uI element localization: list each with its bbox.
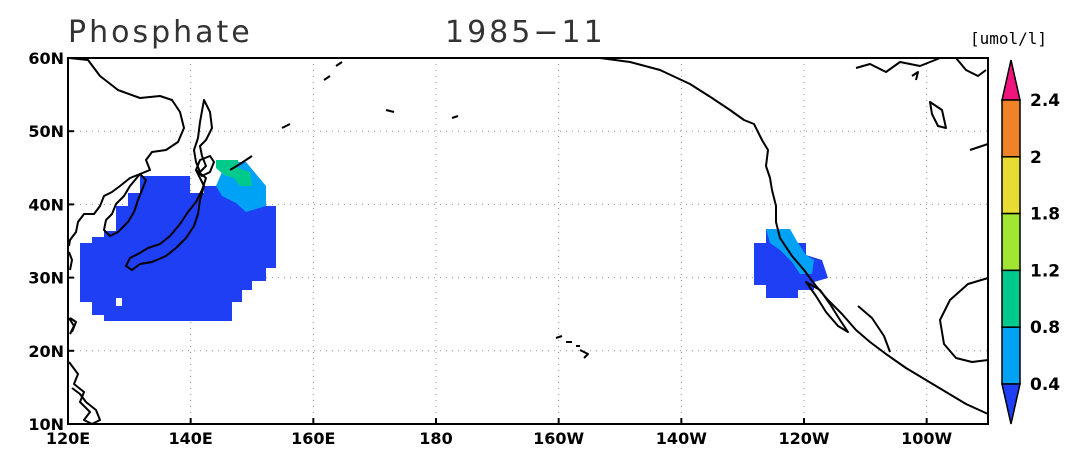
coastlines bbox=[68, 57, 989, 425]
gulf-coastline bbox=[857, 305, 891, 353]
y-tick-label: 40N bbox=[28, 195, 64, 214]
colorbar-label: 2 bbox=[1030, 148, 1042, 168]
x-tick-label: 140W bbox=[656, 429, 707, 448]
map-frame bbox=[67, 57, 989, 425]
colorbar-segment bbox=[1001, 156, 1021, 215]
colorbar-segment bbox=[1001, 99, 1021, 158]
latitude-axis: 60N 50N 40N 30N 20N 10N bbox=[28, 49, 74, 434]
map-panel: 120E 140E 160E 180 160W 140W 120W 100W 60N 50N 40… bbox=[28, 49, 989, 448]
kuril-islands bbox=[229, 155, 253, 171]
colorbar-segment bbox=[1001, 269, 1021, 328]
x-tick-label: 180 bbox=[419, 429, 452, 448]
phosphate-field-west bbox=[80, 160, 276, 321]
hudson-coastline bbox=[855, 57, 989, 151]
philippines-coastline bbox=[71, 387, 101, 425]
gulf-of-mexico-coastline bbox=[939, 277, 989, 363]
date-title: 1985−11 bbox=[445, 15, 606, 50]
colorbar-segment bbox=[1001, 212, 1021, 272]
x-tick-label: 120E bbox=[46, 429, 90, 448]
x-tick-label: 140E bbox=[169, 429, 213, 448]
asia-coastline bbox=[68, 57, 185, 425]
units-label: [umol/l] bbox=[970, 29, 1047, 48]
colorbar: 0.4 0.8 1.2 1.8 2 2.4 bbox=[1001, 59, 1060, 425]
taiwan-coastline bbox=[69, 317, 77, 333]
longitude-axis: 120E 140E 160E 180 160W 140W 120W 100W bbox=[46, 418, 953, 448]
y-tick-label: 50N bbox=[28, 122, 64, 141]
y-tick-label: 60N bbox=[28, 49, 64, 68]
x-tick-label: 160E bbox=[291, 429, 335, 448]
baja-coastline bbox=[805, 281, 849, 333]
japan-coastline bbox=[125, 169, 207, 271]
colorbar-label: 1.2 bbox=[1030, 261, 1060, 281]
colorbar-label: 1.8 bbox=[1030, 205, 1060, 225]
north-america-coastline bbox=[599, 57, 989, 415]
hawaii-islands bbox=[555, 335, 589, 359]
colorbar-label: 2.4 bbox=[1030, 91, 1060, 111]
colorbar-top-triangle bbox=[1001, 59, 1021, 101]
colorbar-label: 0.8 bbox=[1030, 318, 1060, 338]
sakhalin-coastline bbox=[193, 99, 213, 173]
y-tick-label: 10N bbox=[28, 415, 64, 434]
variable-title: Phosphate bbox=[68, 15, 253, 50]
korea-coastline bbox=[103, 173, 147, 237]
x-tick-label: 160W bbox=[533, 429, 584, 448]
x-tick-label: 100W bbox=[901, 429, 952, 448]
colorbar-bottom-triangle bbox=[1001, 383, 1021, 425]
map-grid bbox=[68, 58, 988, 424]
x-tick-label: 120W bbox=[778, 429, 829, 448]
aleutian-islands bbox=[281, 61, 459, 129]
y-tick-label: 20N bbox=[28, 342, 64, 361]
y-tick-label: 30N bbox=[28, 269, 64, 288]
hokkaido-coastline bbox=[195, 155, 215, 177]
colorbar-segment bbox=[1001, 326, 1021, 385]
colorbar-label: 0.4 bbox=[1030, 375, 1060, 395]
